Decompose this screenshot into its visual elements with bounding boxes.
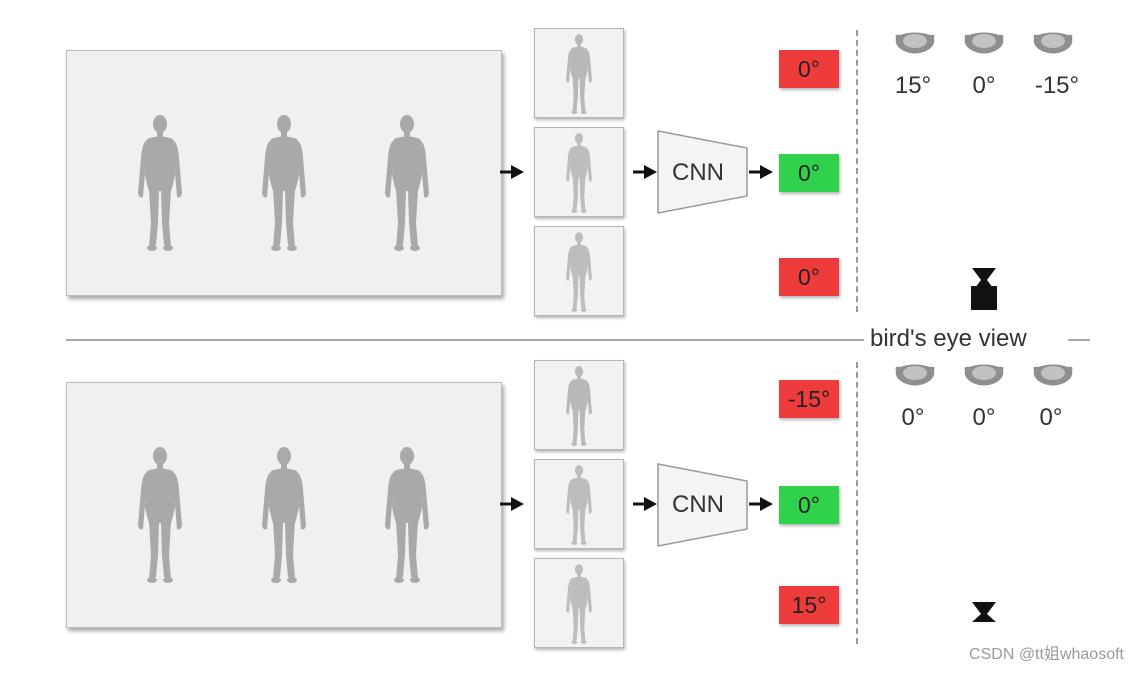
person-icon [382,445,432,585]
prediction-badge: 0° [779,50,839,88]
head-top-view-icon [1030,30,1076,56]
scene-image-bottom [66,382,502,628]
dashed-separator [856,30,858,312]
prediction-badge: 0° [779,154,839,192]
person-icon [135,113,185,253]
head-top-view-icon [961,362,1007,388]
person-icon [135,445,185,585]
arrow-right-icon [500,165,524,179]
person-icon [564,33,594,115]
bev-angle-label: 0° [972,404,996,431]
prediction-badge: 0° [779,258,839,296]
crop-top-3 [534,226,624,316]
cnn-label: CNN [672,491,724,518]
scene-image-top [66,50,502,296]
head-top-view-icon [1030,362,1076,388]
crop-bottom-3 [534,558,624,648]
bev-angle-label: 0° [972,72,996,99]
watermark: CSDN @tt姐whaosoft [969,646,1124,663]
prediction-badge: -15° [779,380,839,418]
cnn-label: CNN [672,159,724,186]
bev-angle-label: 15° [894,72,932,99]
arrow-right-icon [749,497,773,511]
cnn-block-bottom [657,463,748,547]
head-top-view-icon [892,30,938,56]
person-icon [259,113,309,253]
person-icon [564,563,594,645]
bev-angle-label: 0° [901,404,925,431]
divider-line [66,339,864,341]
head-top-view-icon [961,30,1007,56]
crop-top-2 [534,127,624,217]
person-icon [564,132,594,214]
person-icon [564,464,594,546]
bev-angle-label: -15° [1034,72,1080,99]
crop-bottom-1 [534,360,624,450]
arrow-right-icon [749,165,773,179]
person-icon [564,365,594,447]
camera-icon [972,602,996,622]
camera-icon [971,268,997,310]
crop-top-1 [534,28,624,118]
bev-angle-label: 0° [1039,404,1063,431]
prediction-badge: 15° [779,586,839,624]
arrow-right-icon [500,497,524,511]
bird-eye-view-label: bird's eye view [870,325,1027,352]
head-top-view-icon [892,362,938,388]
person-icon [382,113,432,253]
person-icon [259,445,309,585]
divider-line [1068,339,1090,341]
crop-bottom-2 [534,459,624,549]
cnn-block-top [657,130,748,214]
prediction-badge: 0° [779,486,839,524]
person-icon [564,231,594,313]
dashed-separator [856,362,858,644]
